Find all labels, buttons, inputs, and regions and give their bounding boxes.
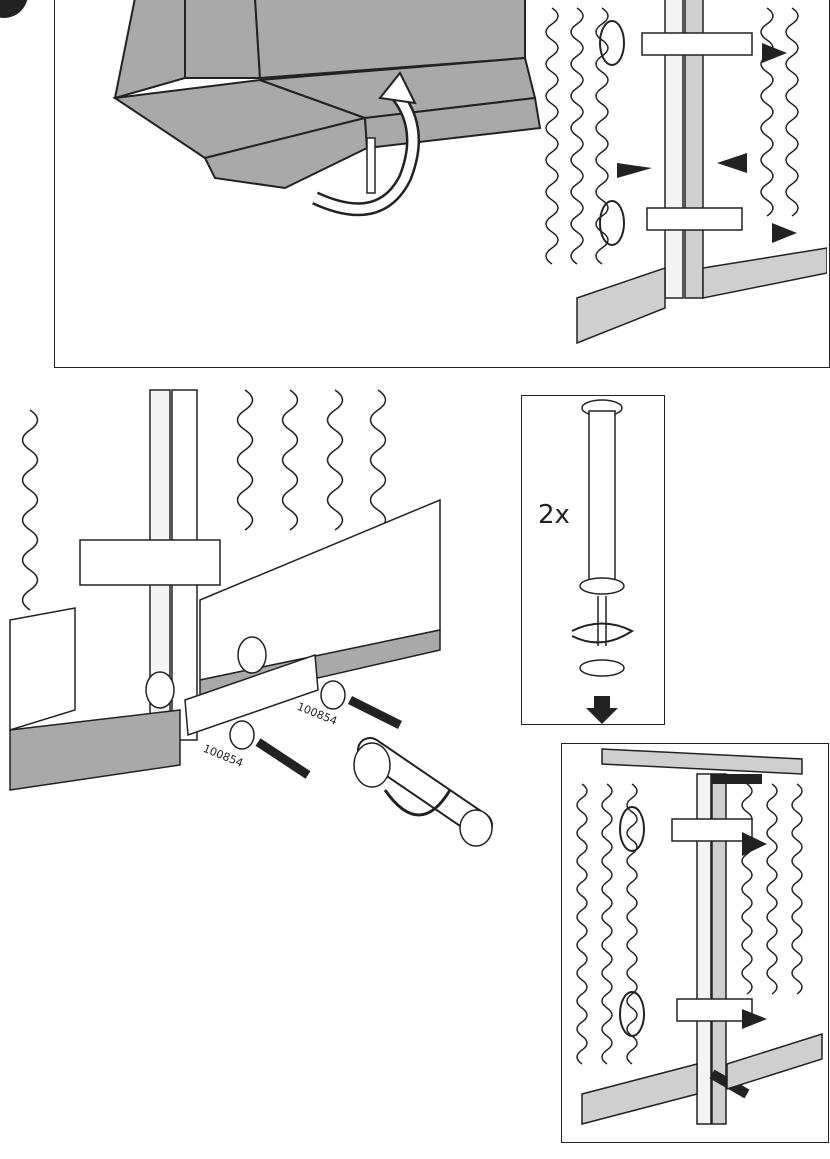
step-badge bbox=[0, 0, 28, 18]
top-panel bbox=[54, 0, 830, 368]
sofa-lift-illustration bbox=[112, 0, 542, 217]
connector-bolt-detail bbox=[571, 399, 634, 724]
bolt-detail-panel: 2x bbox=[521, 395, 665, 725]
result-panel bbox=[561, 743, 829, 1143]
connector-assembly-illustration bbox=[9, 389, 493, 847]
secured-connection-illustration bbox=[576, 748, 823, 1125]
quantity-label: 2x bbox=[538, 500, 570, 530]
bracket-slide-illustration bbox=[545, 0, 827, 345]
